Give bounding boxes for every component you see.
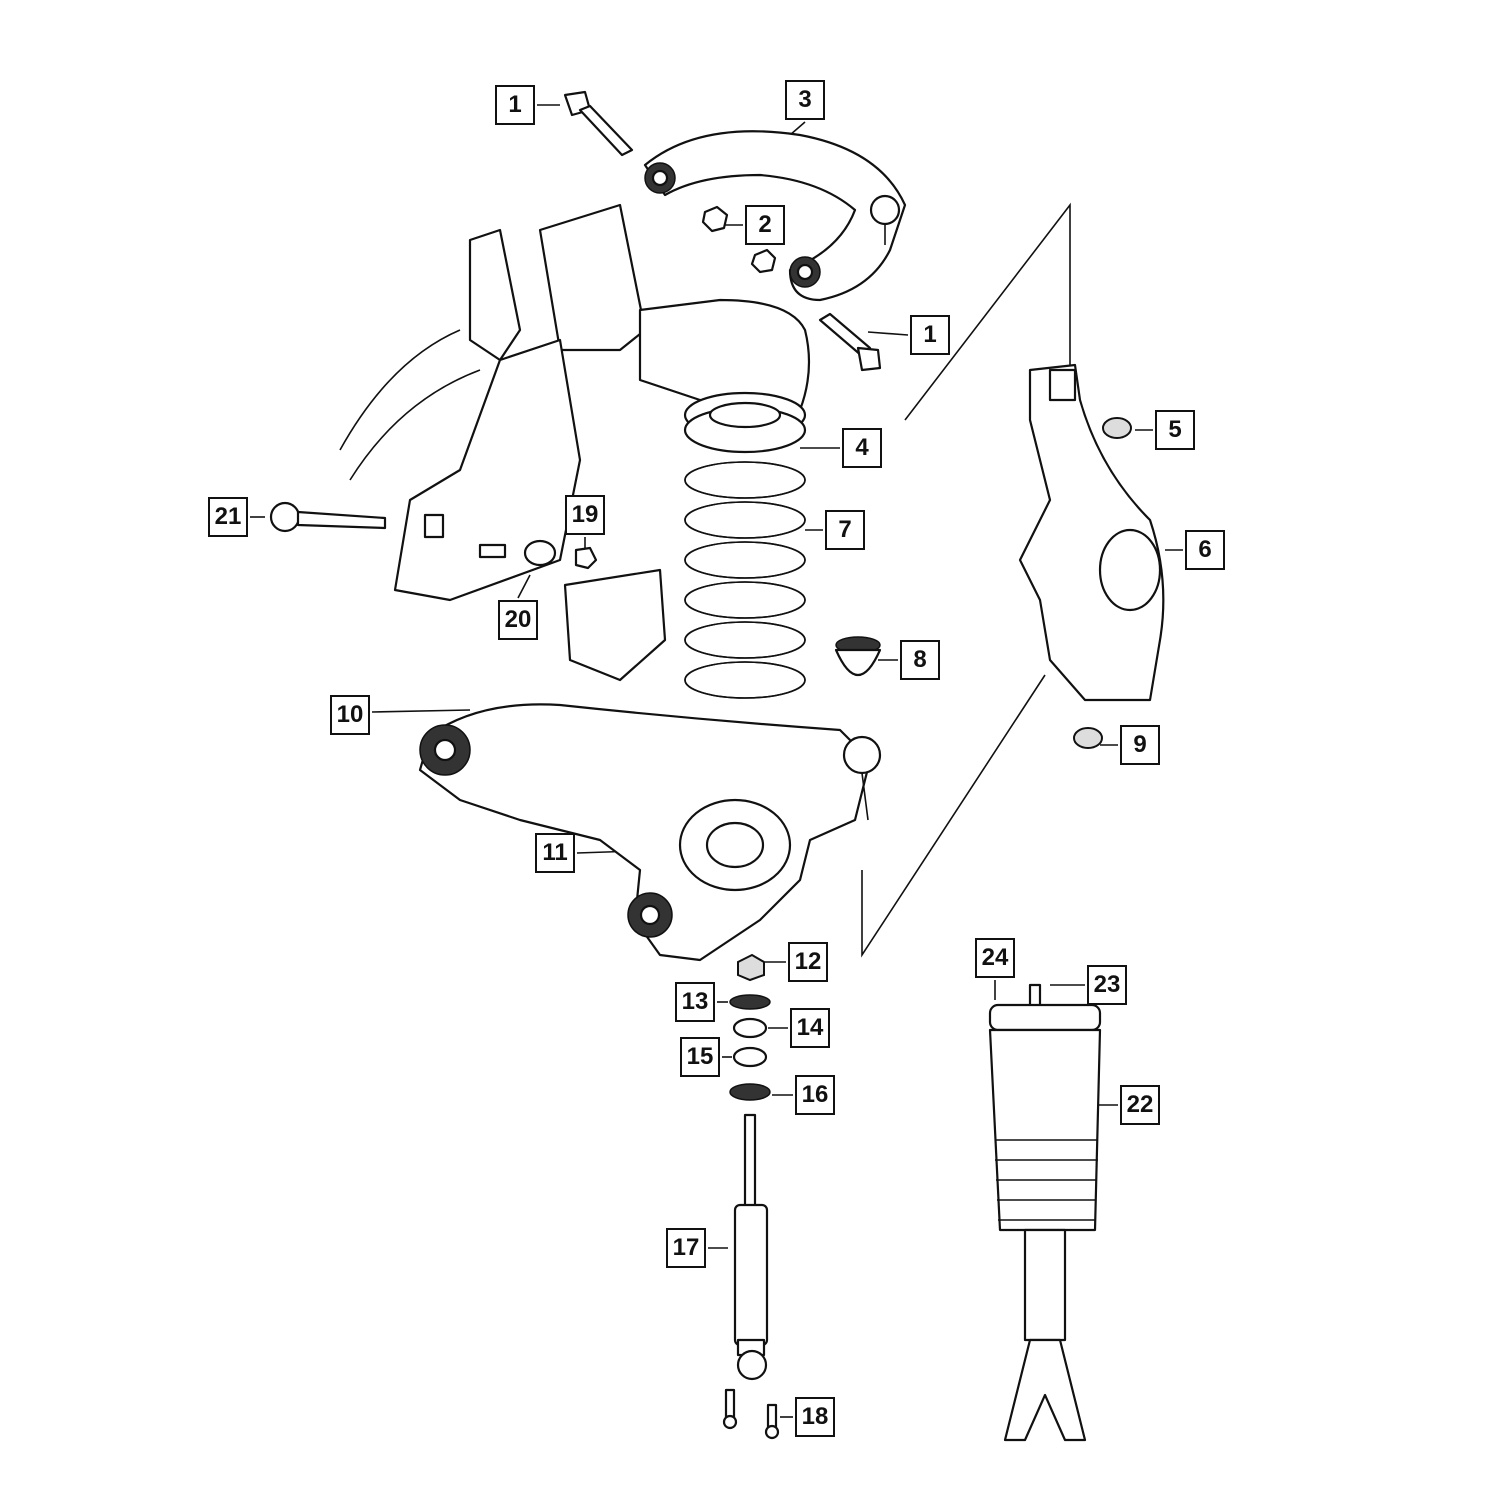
frame-bracket bbox=[339, 203, 811, 602]
callout-13-washer[interactable]: 13 bbox=[675, 982, 715, 1022]
callout-16-washer[interactable]: 16 bbox=[795, 1075, 835, 1115]
lower-control-arm bbox=[418, 703, 882, 962]
callout-21-cam-bolt[interactable]: 21 bbox=[208, 497, 248, 537]
callout-12-nut[interactable]: 12 bbox=[788, 942, 828, 982]
callout-17-shock[interactable]: 17 bbox=[666, 1228, 706, 1268]
callout-10-lower-arm[interactable]: 10 bbox=[330, 695, 370, 735]
nut-9 bbox=[1073, 727, 1103, 749]
steering-knuckle bbox=[1018, 363, 1165, 702]
callout-19-nut[interactable]: 19 bbox=[565, 495, 605, 535]
callout-2-nut[interactable]: 2 bbox=[745, 205, 785, 245]
cam-bolt-21 bbox=[269, 501, 387, 533]
upper-control-arm bbox=[643, 130, 907, 302]
bolt-1-upper bbox=[563, 90, 634, 157]
callout-6-knuckle[interactable]: 6 bbox=[1185, 530, 1225, 570]
callout-5-nut[interactable]: 5 bbox=[1155, 410, 1195, 450]
callout-11-lower-arm[interactable]: 11 bbox=[535, 833, 575, 873]
leader-lines bbox=[250, 104, 1183, 1418]
shock-mount-hardware bbox=[729, 953, 771, 1101]
callout-14-bushing[interactable]: 14 bbox=[790, 1008, 830, 1048]
callout-8-jounce-bumper[interactable]: 8 bbox=[900, 640, 940, 680]
callout-22-air-spring[interactable]: 22 bbox=[1120, 1085, 1160, 1125]
callout-15-bushing[interactable]: 15 bbox=[680, 1037, 720, 1077]
callout-1-upper-bolt[interactable]: 1 bbox=[495, 85, 535, 125]
air-spring-strut bbox=[988, 983, 1102, 1442]
shock-absorber bbox=[733, 1113, 769, 1381]
callout-9-nut[interactable]: 9 bbox=[1120, 725, 1160, 765]
callout-23-fitting[interactable]: 23 bbox=[1087, 965, 1127, 1005]
jounce-bumper bbox=[834, 636, 882, 677]
coil-spring bbox=[684, 461, 806, 699]
callout-18-bolts[interactable]: 18 bbox=[795, 1397, 835, 1437]
callout-1-lower-bolt[interactable]: 1 bbox=[910, 315, 950, 355]
callout-4-isolator[interactable]: 4 bbox=[842, 428, 882, 468]
bolt-1-lower bbox=[818, 312, 882, 372]
nut-19-washer-20 bbox=[523, 539, 667, 682]
callout-3-upper-control-arm[interactable]: 3 bbox=[785, 80, 825, 120]
bolts-18 bbox=[722, 1388, 780, 1440]
nut-2 bbox=[701, 205, 777, 274]
callout-7-coil-spring[interactable]: 7 bbox=[825, 510, 865, 550]
nut-5 bbox=[1102, 417, 1132, 439]
spring-isolator bbox=[683, 391, 807, 454]
callout-20-washer[interactable]: 20 bbox=[498, 600, 538, 640]
callout-24-air-spring[interactable]: 24 bbox=[975, 938, 1015, 978]
